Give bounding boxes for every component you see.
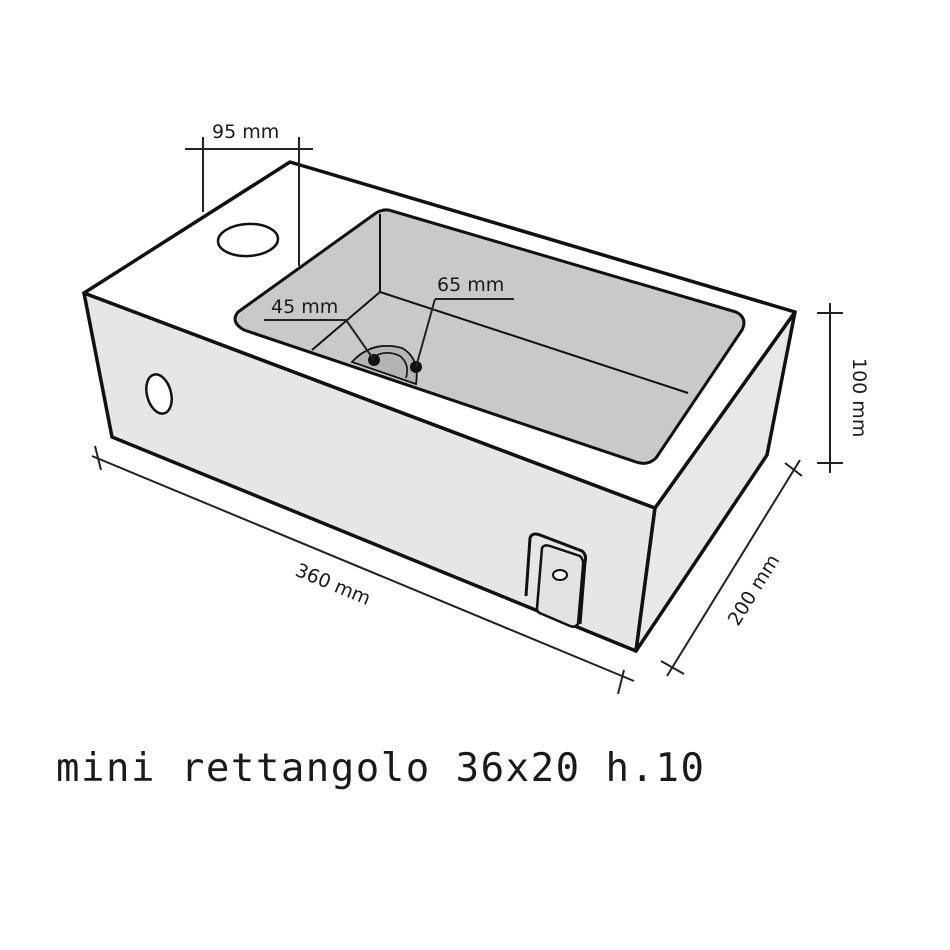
dimension-tap-offset [185,137,313,266]
dim-label-drain-outer: 65 mm [437,274,504,296]
product-caption: mini rettangolo 36x20 h.10 [56,746,706,791]
dimension-height [817,303,843,473]
dim-label-height: 100 mm [848,358,870,437]
dimension-length [91,445,635,695]
dimension-depth [660,459,803,677]
wall-bracket-plate [535,544,585,628]
basin-interior [233,208,746,465]
dim-label-drain-inner: 45 mm [271,296,338,318]
dim-label-tap-offset: 95 mm [212,121,279,143]
bracket-screw-hole [552,569,568,581]
dim-label-depth: 200 mm [724,551,785,630]
dimension-drain-inner [264,319,375,361]
drain-inner-ring [368,352,408,379]
tap-hole [216,222,280,258]
overflow-hole [145,373,173,415]
dimension-drain-outer [415,298,514,368]
